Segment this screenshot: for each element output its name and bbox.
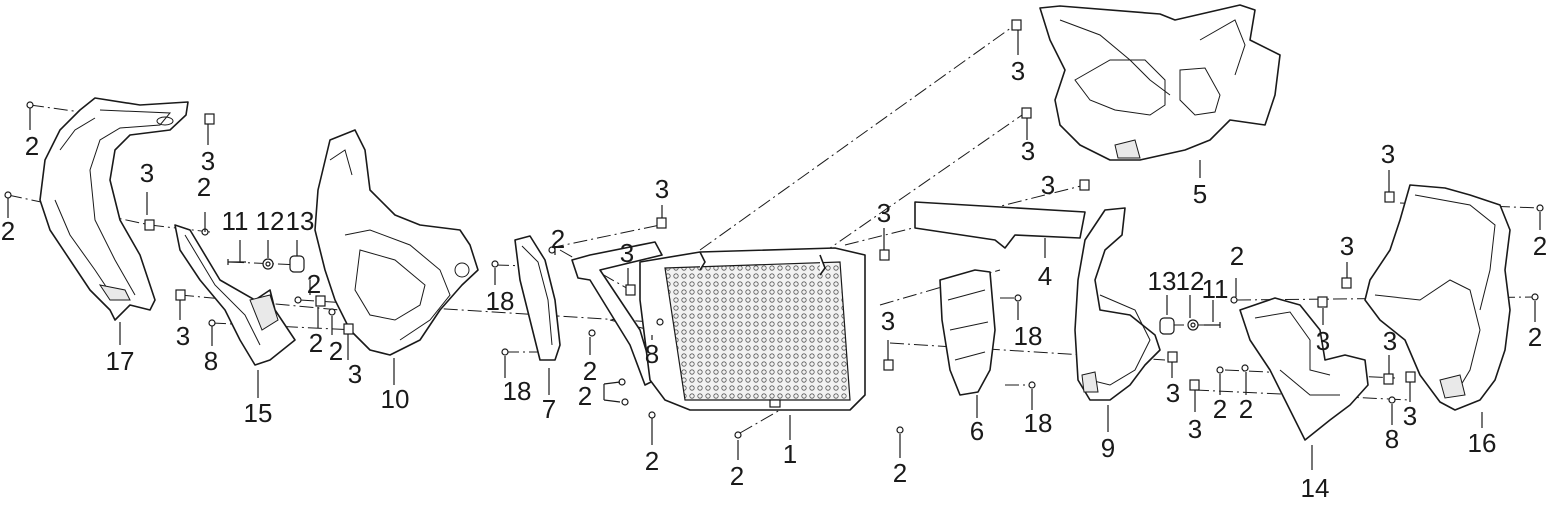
leader-lines xyxy=(7,30,1541,470)
callout-7: 7 xyxy=(542,394,556,424)
callout-16: 16 xyxy=(1468,428,1497,458)
callout-5: 5 xyxy=(1193,179,1207,209)
callout-17: 17 xyxy=(106,346,135,376)
callout-9: 9 xyxy=(1101,433,1115,463)
callout-3: 2 xyxy=(309,328,323,358)
callout-12: 12 xyxy=(256,206,285,236)
callout-18: 18 xyxy=(503,376,532,406)
callout-18: 18 xyxy=(486,286,515,316)
callout-8: 8 xyxy=(204,346,218,376)
callout-3: 3 xyxy=(176,321,190,351)
callout-3: 3 xyxy=(201,146,215,176)
part-9-right-inner-panel xyxy=(1074,207,1161,401)
callout-3: 3 xyxy=(1316,326,1330,356)
callout-12: 12 xyxy=(1176,266,1205,296)
callout-6: 6 xyxy=(970,416,984,446)
callout-13: 13 xyxy=(286,206,315,236)
callout-2: 2 xyxy=(645,446,659,476)
part-10-inner-panel xyxy=(314,129,479,356)
callout-4: 4 xyxy=(1038,261,1052,291)
part-14-lower-right-bracket xyxy=(1239,297,1369,441)
part-17-left-side-fairing xyxy=(39,97,189,321)
part-5-top-duct xyxy=(1039,4,1281,161)
callout-1: 1 xyxy=(783,439,797,469)
callout-2: 2 xyxy=(583,356,597,386)
callout-2: 2 xyxy=(25,131,39,161)
callout-3: 3 xyxy=(1011,56,1025,86)
callout-2: 2 xyxy=(1528,322,1542,352)
callout-13: 13 xyxy=(1148,266,1177,296)
callout-3: 3 xyxy=(881,306,895,336)
part-4-flat-plate xyxy=(914,201,1086,249)
callout-3: 3 xyxy=(140,158,154,188)
callout-3: 3 xyxy=(1383,326,1397,356)
part-1-radiator xyxy=(639,247,866,411)
callout-2: 2 xyxy=(197,172,211,202)
callout-15: 15 xyxy=(244,398,273,428)
callout-14: 14 xyxy=(1301,473,1330,503)
part-7-thin-panel xyxy=(514,235,561,361)
callout-2: 2 xyxy=(1213,394,1227,424)
callout-18: 18 xyxy=(1014,321,1043,351)
callout-3: 3 xyxy=(1340,231,1354,261)
callout-8: 8 xyxy=(1385,424,1399,454)
callout-11: 11 xyxy=(222,206,249,236)
callout-2: 2 xyxy=(1,216,15,246)
callout-10: 10 xyxy=(381,384,410,414)
part-16-right-side-fairing xyxy=(1364,184,1511,411)
callout-3: 3 xyxy=(1403,401,1417,431)
callout-18: 18 xyxy=(1024,408,1053,438)
part-15-bracket xyxy=(174,224,296,366)
callout-8: 8 xyxy=(645,339,659,369)
callout-2: 2 xyxy=(1230,241,1244,271)
callout-2: 2 xyxy=(1533,231,1547,261)
callout-2: 2 xyxy=(730,461,744,491)
part-6-guide xyxy=(939,269,996,396)
callout-2: 2 xyxy=(893,458,907,488)
callout-3: 3 xyxy=(655,174,669,204)
callout-2: 2 xyxy=(1239,394,1253,424)
callout-3: 3 xyxy=(1021,136,1035,166)
callout-3: 3 xyxy=(348,359,362,389)
callout-2: 2 xyxy=(578,381,592,411)
callout-3: 3 xyxy=(620,238,634,268)
callout-2: 2 xyxy=(307,269,321,299)
callout-3: 3 xyxy=(1188,414,1202,444)
callout-3: 3 xyxy=(877,198,891,228)
callout-3: 3 xyxy=(1166,378,1180,408)
callout-labels: 2 2 3 3 2 11 12 13 2 3 8 2 2 3 17 15 10 … xyxy=(1,56,1547,503)
callout-11: 11 xyxy=(1202,274,1229,304)
callout-3: 3 xyxy=(1041,170,1055,200)
callout-2: 2 xyxy=(551,224,565,254)
callout-3: 3 xyxy=(1381,139,1395,169)
callout-2: 2 xyxy=(329,336,343,366)
